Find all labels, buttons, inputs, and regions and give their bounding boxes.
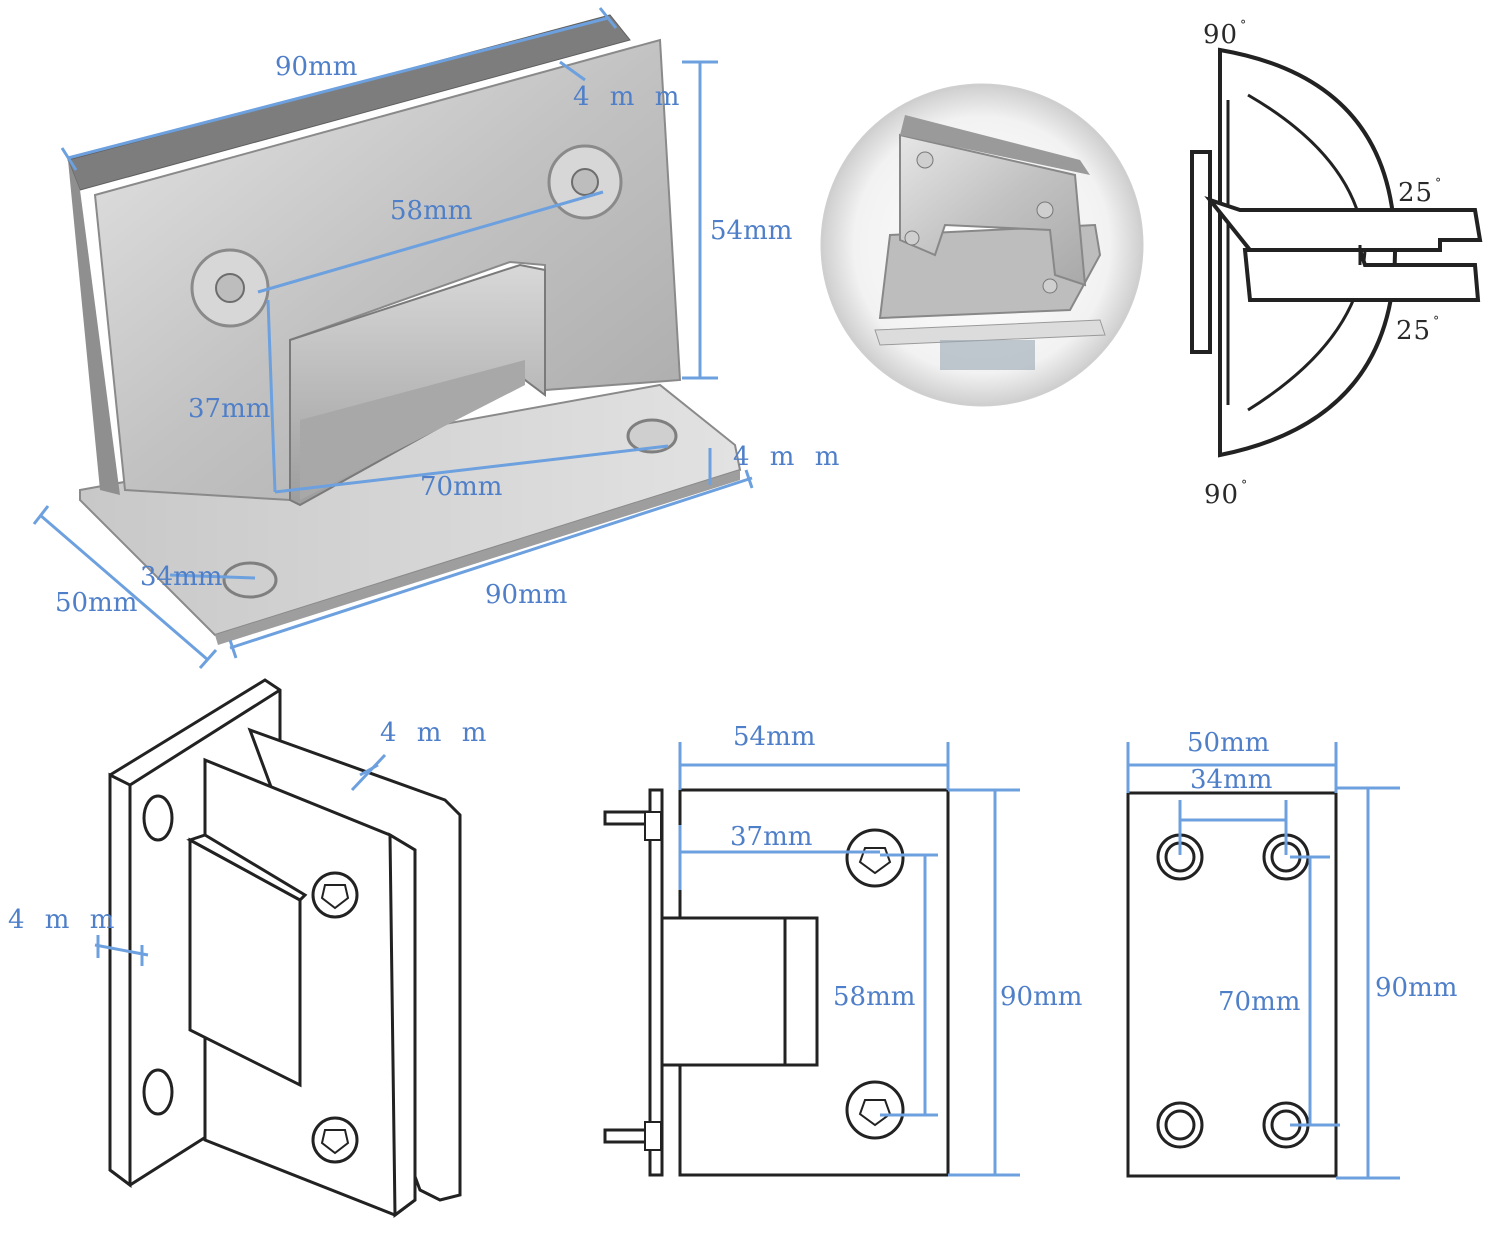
angle-lower-value: 25 — [1396, 316, 1432, 346]
photo-hole-spacing-label: 58mm — [390, 196, 473, 226]
hinge-photo — [32, 7, 754, 669]
photo-base-width-label: 90mm — [485, 580, 568, 610]
front-width-label: 54mm — [733, 722, 816, 752]
angle-top-label: 90° — [1203, 18, 1247, 50]
front-inner-label: 37mm — [730, 822, 813, 852]
angle-bottom-label: 90° — [1204, 478, 1248, 510]
degree-mark: ° — [1435, 176, 1443, 190]
base-hole-left — [222, 561, 278, 599]
degree-mark: ° — [1240, 18, 1248, 32]
photo-base-glass-label: 4 m m — [733, 442, 846, 472]
photo-height-label: 54mm — [710, 216, 793, 246]
photo-top-width-label: 90mm — [275, 52, 358, 82]
angle-bottom-value: 90 — [1204, 480, 1240, 510]
base-hole-right — [626, 418, 678, 454]
back-height-label: 90mm — [1375, 973, 1458, 1003]
swing-angle-view — [1190, 47, 1483, 458]
front-ortho-view — [603, 742, 1020, 1177]
photo-top-glass-label: 4 m m — [573, 82, 686, 112]
angle-top-value: 90 — [1203, 20, 1239, 50]
photo-base-depth-label: 50mm — [55, 588, 138, 618]
back-hole-spacing-label: 70mm — [1218, 987, 1301, 1017]
angle-upper-value: 25 — [1398, 178, 1434, 208]
photo-hinge-height-label: 37mm — [188, 394, 271, 424]
photo-base-inner-label: 34mm — [140, 562, 223, 592]
back-width-label: 50mm — [1187, 728, 1270, 758]
back-inner-label: 34mm — [1190, 765, 1273, 795]
degree-mark: ° — [1433, 314, 1441, 328]
product-scale-photo — [820, 83, 1144, 407]
angle-upper-label: 25° — [1398, 176, 1442, 208]
isometric-line-view — [94, 678, 462, 1218]
angle-lower-label: 25° — [1396, 314, 1440, 346]
front-plate — [93, 38, 682, 502]
iso-glass-top-label: 4 m m — [380, 718, 493, 748]
degree-mark: ° — [1241, 478, 1249, 492]
back-ortho-view — [1126, 742, 1400, 1180]
front-hole-spacing-label: 58mm — [833, 982, 916, 1012]
photo-base-hole-spacing-label: 70mm — [420, 472, 503, 502]
iso-plate-side-label: 4 m m — [8, 905, 121, 935]
front-height-label: 90mm — [1000, 982, 1083, 1012]
